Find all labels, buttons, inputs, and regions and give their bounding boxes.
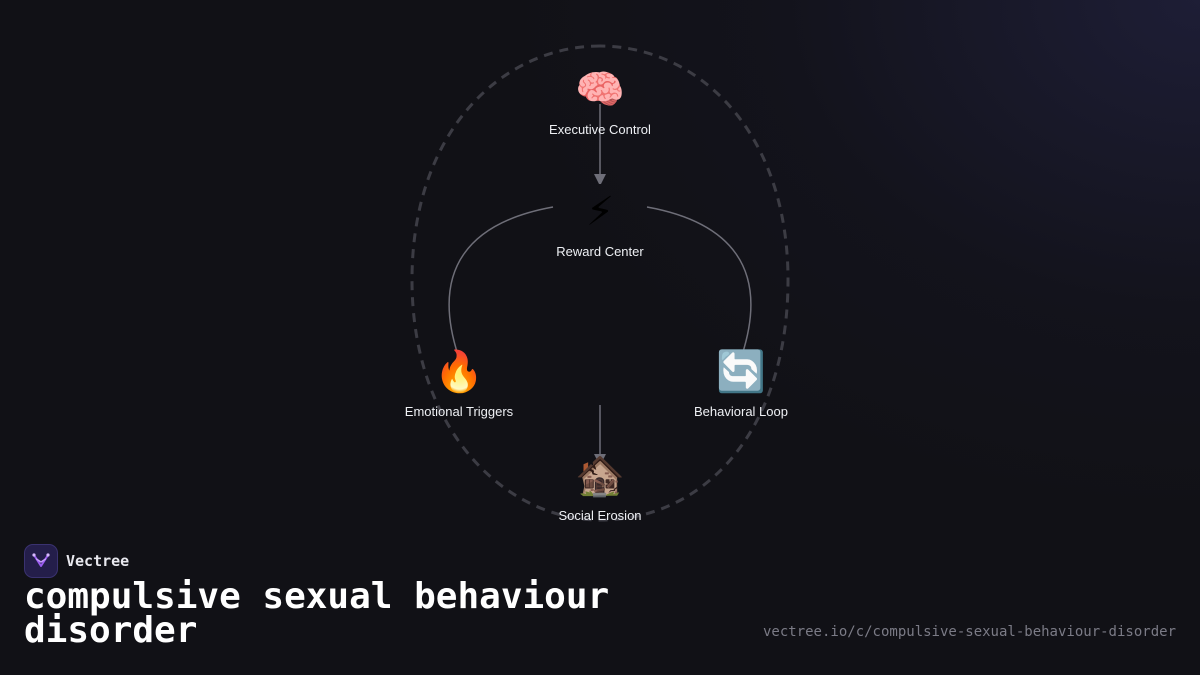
node-social-erosion[interactable]: 🏚️ Social Erosion [500, 452, 700, 523]
edge-reward-to-behavioral [646, 206, 752, 356]
node-executive-control[interactable]: 🧠 Executive Control [500, 66, 700, 137]
lightning-icon: ⚡ [585, 189, 615, 235]
brain-icon: 🧠 [575, 67, 625, 113]
cycle-arrows-icon: 🔄 [716, 349, 766, 395]
node-reward-center[interactable]: ⚡ Reward Center [500, 188, 700, 259]
fire-icon: 🔥 [434, 349, 484, 395]
node-label: Reward Center [556, 244, 644, 259]
page-title: compulsive sexual behaviour disorder [24, 576, 610, 651]
page-url[interactable]: vectree.io/c/compulsive-sexual-behaviour… [762, 624, 1176, 640]
derelict-house-icon: 🏚️ [575, 453, 625, 499]
vectree-logo-icon [24, 544, 58, 578]
edge-reward-to-emotional [448, 206, 554, 356]
brand-name: Vectree [66, 552, 130, 570]
node-emotional-triggers[interactable]: 🔥 Emotional Triggers [359, 348, 559, 419]
node-label: Executive Control [549, 122, 651, 137]
node-label: Social Erosion [558, 508, 642, 523]
brand: Vectree [24, 544, 129, 578]
node-label: Behavioral Loop [694, 404, 788, 419]
node-behavioral-loop[interactable]: 🔄 Behavioral Loop [641, 348, 841, 419]
node-label: Emotional Triggers [404, 404, 514, 419]
dashed-loop-outline [410, 44, 790, 522]
